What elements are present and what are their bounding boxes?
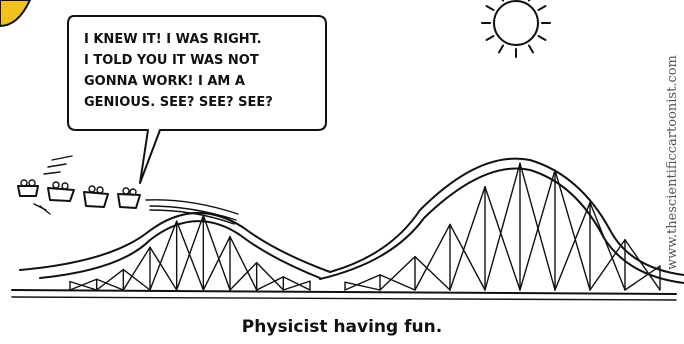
small-roller-coaster: [19, 211, 331, 291]
speech-bubble: I KNEW IT! I WAS RIGHT. I TOLD YOU IT WA…: [67, 15, 327, 184]
speech-line-4: GENIOUS. SEE? SEE? SEE?: [84, 95, 273, 110]
sun-icon: [481, 0, 551, 58]
ground-line: [11, 289, 677, 301]
corner-badge: [0, 0, 32, 28]
coaster-car: [83, 185, 109, 208]
large-roller-coaster: [319, 157, 684, 291]
coaster-car: [17, 179, 39, 197]
credit-text: www.thescientificcartoonist.com: [665, 55, 680, 270]
speech-line-3: GONNA WORK! I AM A: [84, 74, 245, 89]
speech-line-1: I KNEW IT! I WAS RIGHT.: [84, 32, 262, 47]
caption-text: Physicist having fun.: [242, 317, 442, 337]
speech-line-2: I TOLD YOU IT WAS NOT: [84, 53, 259, 68]
flying-coaster-cars: [17, 155, 239, 225]
coaster-car: [47, 181, 75, 202]
coaster-car: [117, 187, 141, 209]
